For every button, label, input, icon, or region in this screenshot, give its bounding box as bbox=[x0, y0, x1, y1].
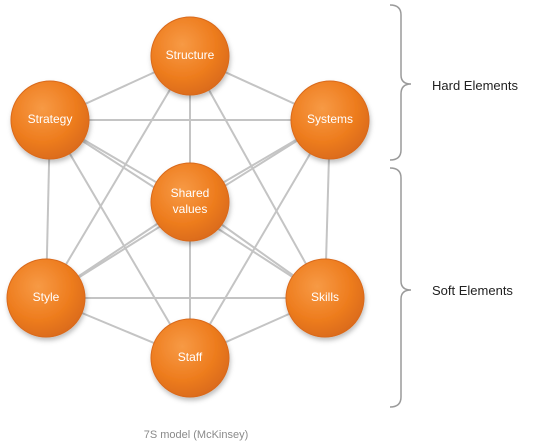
node-circle-structure bbox=[150, 16, 230, 96]
connector-structure-skills bbox=[189, 55, 326, 299]
node-skills: Skills bbox=[285, 258, 365, 338]
node-circle-skills bbox=[285, 258, 365, 338]
connector-structure-style bbox=[45, 55, 191, 299]
node-circle-staff bbox=[150, 318, 230, 398]
node-circle-strategy bbox=[10, 80, 90, 160]
node-style: Style bbox=[6, 258, 86, 338]
node-staff: Staff bbox=[150, 318, 230, 398]
node-circle-style bbox=[6, 258, 86, 338]
figure-caption: 7S model (McKinsey) bbox=[144, 429, 249, 441]
connector-strategy-staff bbox=[49, 119, 191, 359]
node-label-strategy: Strategy bbox=[28, 112, 73, 126]
hard-elements-label: Hard Elements bbox=[432, 78, 518, 93]
node-circle-systems bbox=[290, 80, 370, 160]
node-structure: Structure bbox=[150, 16, 230, 96]
node-strategy: Strategy bbox=[10, 80, 90, 160]
node-systems: Systems bbox=[290, 80, 370, 160]
soft-elements-bracket bbox=[389, 167, 412, 408]
node-label-staff: Staff bbox=[178, 350, 203, 364]
node-label-systems: Systems bbox=[307, 112, 353, 126]
hard-elements-bracket bbox=[389, 4, 412, 161]
connector-systems-staff bbox=[189, 119, 331, 359]
node-circle-shared bbox=[150, 162, 230, 242]
node-label-skills: Skills bbox=[311, 290, 339, 304]
node-label-style: Style bbox=[33, 290, 60, 304]
node-label-structure: Structure bbox=[166, 48, 215, 62]
soft-elements-label: Soft Elements bbox=[432, 283, 513, 298]
